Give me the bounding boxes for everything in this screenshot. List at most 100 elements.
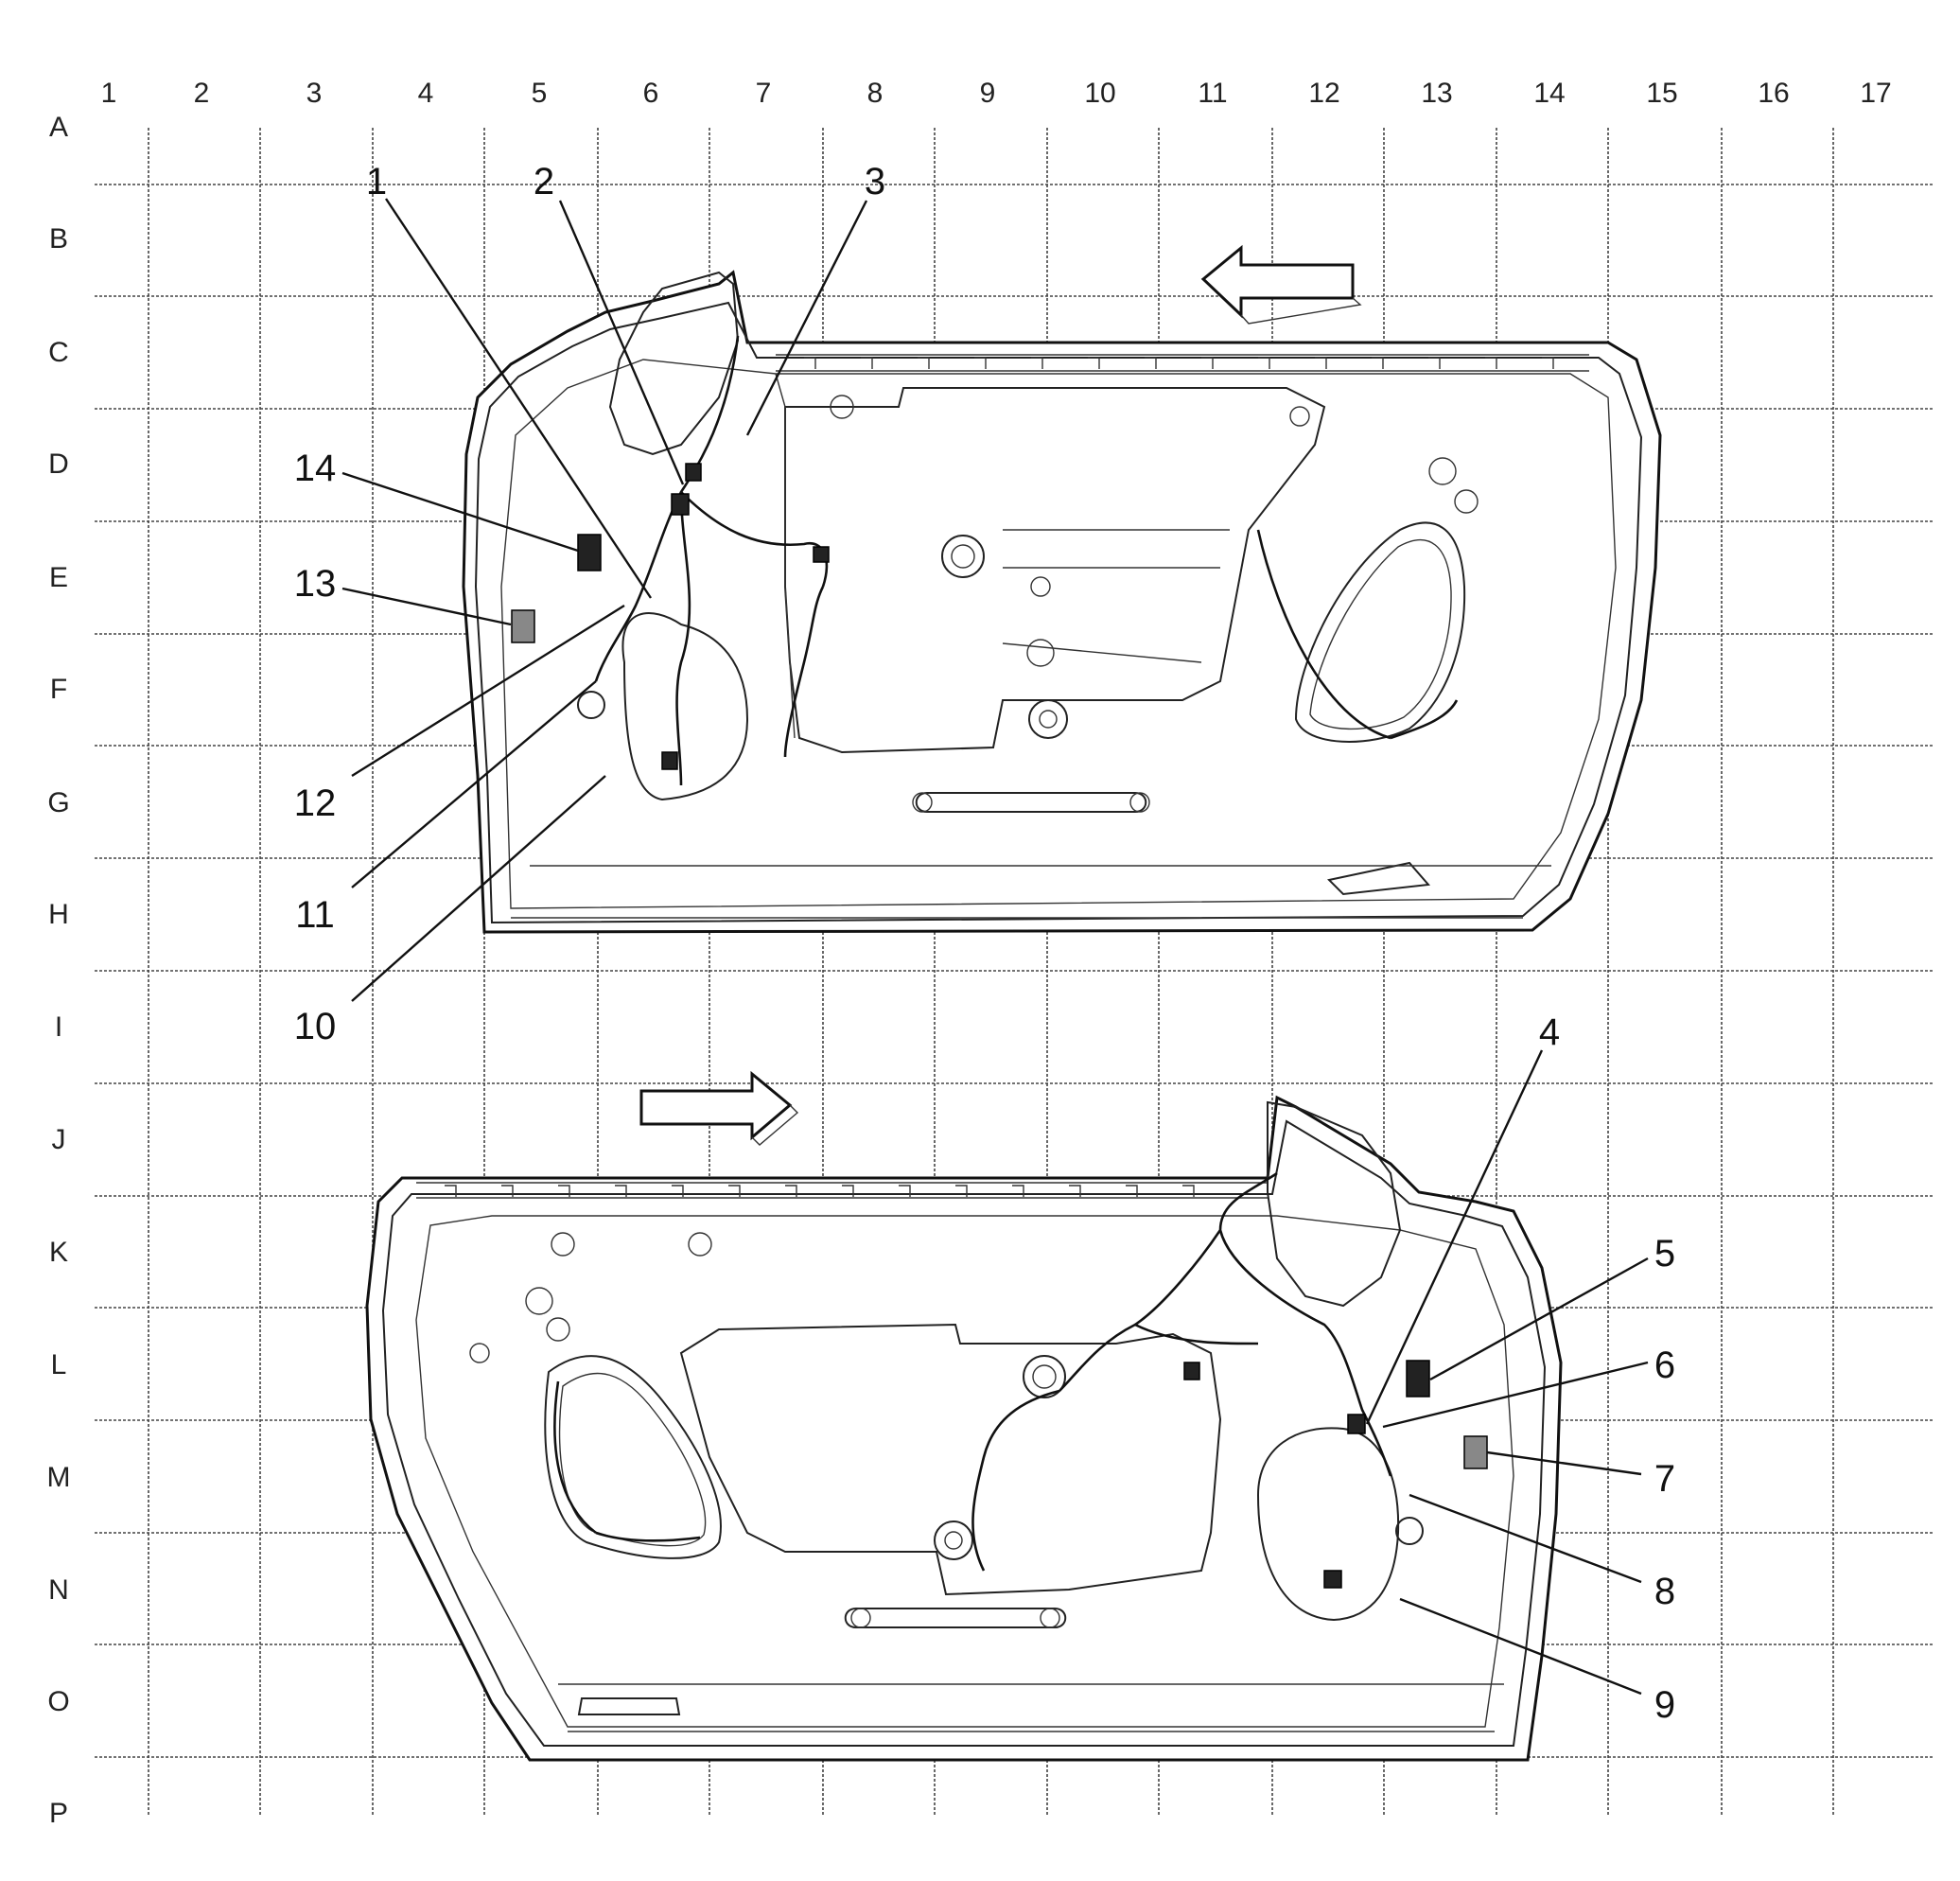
bottom-door-belt-clips (416, 1182, 1268, 1199)
top-door-sill-bracket (1326, 861, 1431, 896)
callout-13: 13 (294, 563, 337, 605)
callout-leaders (341, 198, 1649, 1696)
bottom-door-outer-shell (365, 1095, 1563, 1762)
callout-labels: 1 2 3 4 5 6 7 8 9 10 11 12 13 14 (294, 161, 1675, 1726)
top-door-speaker-opening (621, 612, 749, 801)
column-header: 3 (306, 78, 323, 109)
leader-7 (1486, 1450, 1642, 1476)
top-door-connector-13 (511, 609, 535, 643)
callout-7: 7 (1654, 1458, 1675, 1500)
row-header: J (52, 1124, 66, 1155)
callout-2: 2 (534, 161, 554, 202)
bottom-door-speaker-connector (1323, 1570, 1342, 1589)
column-header: 5 (532, 78, 548, 109)
bottom-door-connector-7 (1463, 1435, 1488, 1469)
callout-11: 11 (295, 894, 335, 936)
column-header: 10 (1084, 78, 1115, 109)
leader-8 (1409, 1493, 1642, 1584)
bottom-door-connector-4 (1347, 1414, 1366, 1434)
column-header: 13 (1421, 78, 1452, 109)
top-door-connector-14 (577, 534, 602, 571)
leader-4 (1365, 1049, 1544, 1425)
row-header: A (49, 112, 68, 143)
leader-10 (351, 775, 606, 1002)
callout-3: 3 (865, 161, 885, 202)
top-door-belt-clips (776, 354, 1589, 372)
bottom-door-panel (365, 1095, 1563, 1762)
top-door-harness-connector (813, 546, 830, 563)
column-header: 6 (643, 78, 659, 109)
column-header: 8 (867, 78, 884, 109)
row-headers: A B C D E F G H I J K L M N O P (47, 112, 71, 1829)
callout-12: 12 (294, 782, 337, 824)
row-header: C (48, 337, 69, 368)
column-header: 1 (101, 78, 117, 109)
callout-4: 4 (1539, 1011, 1560, 1053)
column-header: 16 (1758, 78, 1789, 109)
row-header: E (49, 562, 68, 593)
leader-5 (1429, 1257, 1649, 1381)
top-door-connector-2 (685, 463, 702, 482)
callout-6: 6 (1654, 1345, 1675, 1386)
leader-1 (385, 198, 652, 599)
row-header: D (48, 448, 69, 480)
leader-11 (351, 680, 597, 888)
row-header: O (47, 1686, 69, 1717)
column-header: 14 (1533, 78, 1565, 109)
bottom-door-harness-connector (1183, 1362, 1200, 1380)
leader-3 (745, 200, 868, 436)
column-header: 4 (418, 78, 434, 109)
top-door-pull-strap (915, 792, 1147, 813)
bottom-door-speaker-opening (1256, 1427, 1400, 1622)
bottom-door-wiring-harness (971, 1171, 1392, 1572)
row-header: G (47, 787, 69, 818)
leader-9 (1399, 1597, 1642, 1696)
column-header: 2 (194, 78, 210, 109)
callout-9: 9 (1654, 1684, 1675, 1726)
top-door-connector-1 (671, 493, 690, 516)
bottom-door-grommet (1395, 1517, 1424, 1545)
bottom-door-mirror-bracket (1267, 1100, 1402, 1308)
column-header: 7 (756, 78, 772, 109)
top-door-outer-shell (462, 270, 1662, 934)
row-header: H (48, 899, 69, 930)
top-door-mirror-bracket (608, 271, 740, 456)
column-header: 11 (1198, 78, 1227, 109)
row-header: L (51, 1349, 67, 1380)
top-door-speaker-connector (661, 751, 678, 770)
callout-5: 5 (1654, 1233, 1675, 1275)
bottom-door-regulator-motor (1023, 1355, 1066, 1398)
callout-8: 8 (1654, 1571, 1675, 1612)
column-header: 17 (1860, 78, 1891, 109)
row-header: M (47, 1462, 71, 1493)
bottom-door-pull-strap (844, 1608, 1067, 1628)
bottom-door-regulator-pulley (934, 1521, 973, 1560)
callout-10: 10 (294, 1006, 337, 1047)
top-door-inner-edge-2 (500, 359, 1617, 909)
row-header: P (49, 1798, 68, 1829)
column-header: 12 (1308, 78, 1339, 109)
leader-14 (341, 471, 579, 553)
bottom-door-sill-bracket (577, 1697, 681, 1715)
top-door-access-hole (1294, 521, 1466, 743)
bottom-door-inner-edge (381, 1119, 1547, 1747)
column-header: 9 (980, 78, 996, 109)
row-header: N (48, 1574, 69, 1606)
bottom-door-regulator-module (679, 1323, 1222, 1596)
bottom-door-access-hole (544, 1355, 722, 1559)
top-door-grommet (577, 691, 605, 719)
callout-14: 14 (294, 448, 337, 489)
top-door-inner-edge (474, 301, 1643, 924)
column-header: 15 (1646, 78, 1677, 109)
bottom-door-connector-5 (1406, 1360, 1430, 1398)
row-header: K (49, 1237, 68, 1268)
top-door-regulator-motor (941, 535, 985, 578)
row-header: B (49, 223, 68, 255)
top-door-wiring-harness (594, 335, 829, 786)
column-headers: 1 2 3 4 5 6 7 8 9 10 11 12 13 14 15 16 1… (101, 78, 1892, 109)
callout-1: 1 (366, 161, 387, 202)
leader-2 (558, 200, 685, 485)
row-header: F (50, 674, 67, 705)
